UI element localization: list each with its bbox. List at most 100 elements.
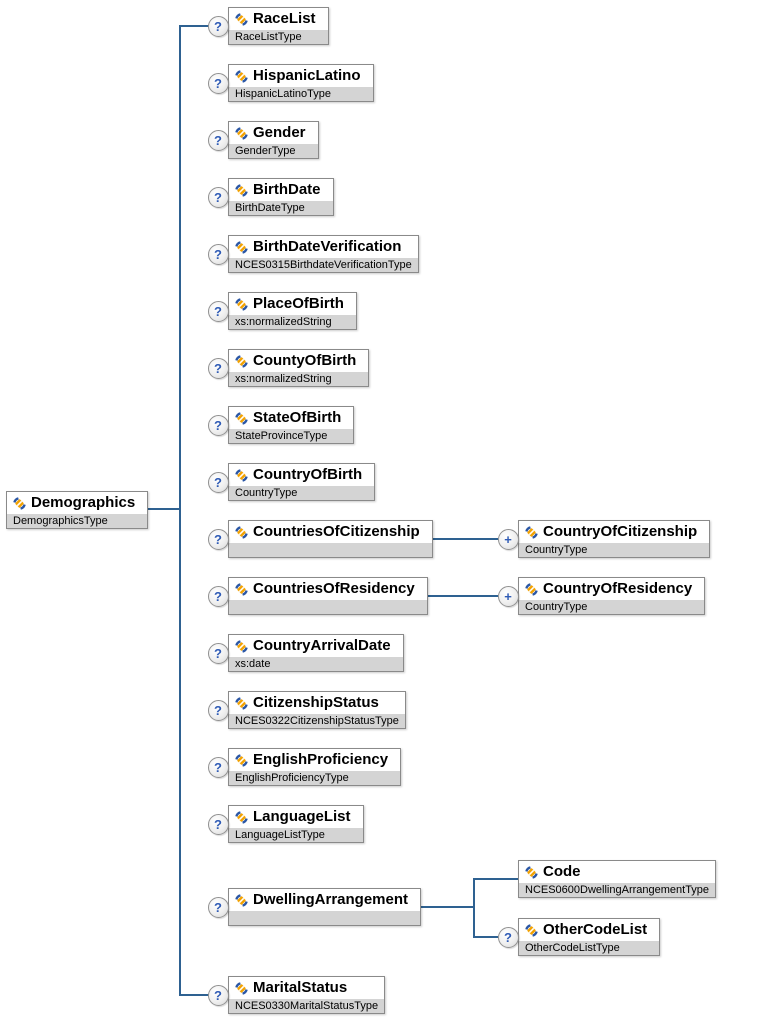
node-name-label: CitizenshipStatus	[253, 694, 379, 711]
element-icon	[525, 525, 538, 539]
connector-line	[179, 994, 213, 996]
node-name-label: BirthDate	[253, 181, 321, 198]
node-name-label: CountryOfResidency	[543, 580, 693, 597]
element-icon	[235, 69, 248, 83]
node-type-label: xs:normalizedString	[229, 372, 369, 386]
optional-marker-glyph: ?	[214, 132, 222, 148]
element-icon	[13, 496, 26, 510]
node-name-label: CountriesOfCitizenship	[253, 523, 420, 540]
node-type-label: LanguageListType	[229, 828, 363, 842]
element-icon	[235, 411, 248, 425]
optional-marker: ?	[207, 300, 229, 322]
node-type-label: NCES0315BirthdateVerificationType	[229, 258, 418, 272]
node-name-label: PlaceOfBirth	[253, 295, 344, 312]
repeat-marker: +	[497, 585, 519, 607]
node-type-label: RaceListType	[229, 30, 328, 44]
element-icon	[235, 183, 248, 197]
optional-marker-glyph: ?	[214, 645, 222, 661]
optional-marker-glyph: ?	[214, 360, 222, 376]
node-type-label: xs:normalizedString	[229, 315, 356, 329]
node-type-label: HispanicLatinoType	[229, 87, 373, 101]
node-countriesofcitizenship[interactable]: CountriesOfCitizenship	[228, 520, 433, 558]
repeat-marker-glyph: +	[504, 531, 512, 547]
optional-marker-glyph: ?	[214, 303, 222, 319]
connector-line	[473, 936, 498, 938]
node-name-label: CountryOfCitizenship	[543, 523, 698, 540]
node-name-label: EnglishProficiency	[253, 751, 389, 768]
optional-marker-glyph: ?	[214, 246, 222, 262]
element-icon	[235, 240, 248, 254]
node-name-label: DwellingArrangement	[253, 891, 409, 908]
node-type-label: CountryType	[519, 600, 705, 614]
optional-marker-glyph: ?	[214, 75, 222, 91]
connector-line	[179, 25, 213, 27]
optional-marker: ?	[207, 699, 229, 721]
node-type-label	[229, 543, 432, 557]
node-name-label: Demographics	[31, 494, 136, 511]
optional-marker-glyph: ?	[214, 531, 222, 547]
optional-marker: ?	[207, 813, 229, 835]
element-icon	[235, 639, 248, 653]
node-type-label: NCES0322CitizenshipStatusType	[229, 714, 405, 728]
optional-marker: ?	[207, 357, 229, 379]
node-type-label: NCES0600DwellingArrangementType	[519, 883, 716, 897]
optional-marker: ?	[207, 984, 229, 1006]
optional-marker-glyph: ?	[214, 474, 222, 490]
node-type-label: BirthDateType	[229, 201, 333, 215]
node-demographics[interactable]: Demographics DemographicsType	[6, 491, 149, 529]
node-type-label	[229, 600, 427, 614]
node-countriesofresidency[interactable]: CountriesOfResidency	[228, 577, 428, 615]
element-icon	[525, 865, 538, 879]
node-name-label: Gender	[253, 124, 306, 141]
optional-marker: ?	[207, 414, 229, 436]
optional-marker-glyph: ?	[214, 189, 222, 205]
element-icon	[235, 981, 248, 995]
node-name-label: HispanicLatino	[253, 67, 361, 84]
element-icon	[235, 297, 248, 311]
optional-marker-glyph: ?	[214, 899, 222, 915]
node-type-label: CountryType	[229, 486, 375, 500]
optional-marker-glyph: ?	[214, 417, 222, 433]
element-icon	[235, 354, 248, 368]
node-type-label: NCES0330MaritalStatusType	[229, 999, 385, 1013]
optional-marker-glyph: ?	[214, 759, 222, 775]
optional-marker: ?	[207, 528, 229, 550]
connector-line	[473, 878, 518, 880]
optional-marker-glyph: ?	[214, 588, 222, 604]
optional-marker: ?	[207, 15, 229, 37]
element-icon	[525, 582, 538, 596]
element-icon	[235, 582, 248, 596]
element-icon	[235, 753, 248, 767]
element-icon	[235, 893, 248, 907]
optional-marker-glyph: ?	[214, 816, 222, 832]
optional-marker: ?	[207, 896, 229, 918]
optional-marker: ?	[207, 642, 229, 664]
node-type-label: OtherCodeListType	[519, 941, 660, 955]
node-placeofbirth[interactable]: PlaceOfBirth xs:normalizedString	[228, 292, 357, 330]
optional-marker: ?	[207, 129, 229, 151]
optional-marker-glyph: ?	[214, 702, 222, 718]
repeat-marker-glyph: +	[504, 588, 512, 604]
optional-marker: ?	[207, 471, 229, 493]
optional-marker: ?	[497, 926, 519, 948]
node-dwellingarrangement[interactable]: DwellingArrangement	[228, 888, 422, 926]
